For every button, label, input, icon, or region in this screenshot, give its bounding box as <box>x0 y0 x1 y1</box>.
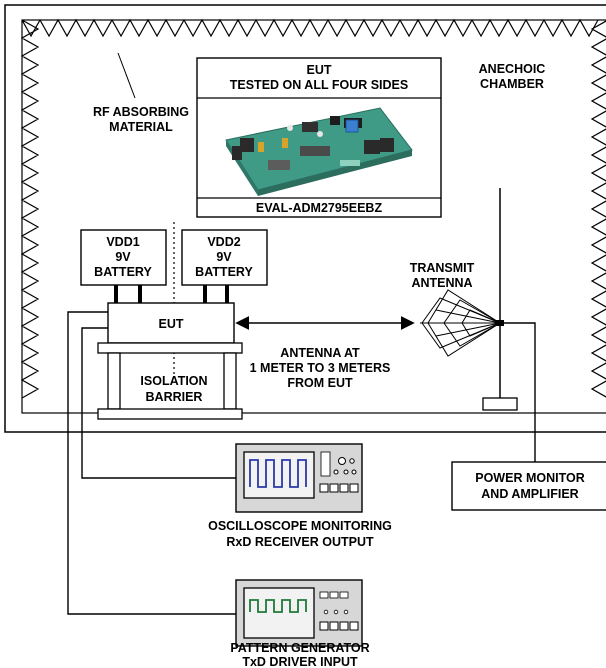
absorber-pointer-line <box>117 52 136 99</box>
battery-vdd1-line-2: 9V <box>115 250 131 264</box>
battery-vdd2: VDD2 9V BATTERY <box>181 229 268 286</box>
battery-leads <box>114 285 229 303</box>
pattern-generator <box>235 579 363 647</box>
anechoic-chamber-outer-wall <box>4 4 606 433</box>
eut-board-header-line-1: EUT <box>307 63 332 77</box>
isolation-barrier-stand: ISOLATION BARRIER <box>97 342 243 420</box>
eut-board-caption: EVAL-ADM2795EEBZ <box>256 201 383 215</box>
antenna-label-line-1: TRANSMIT <box>410 261 475 275</box>
rf-absorber-zigzag <box>20 18 606 399</box>
battery-vdd1-line-3: BATTERY <box>94 265 152 279</box>
eut-board-panel: EUT TESTED ON ALL FOUR SIDES EVAL-ADM279… <box>196 57 442 218</box>
absorber-label-line-2: MATERIAL <box>109 120 173 134</box>
pattern-generator-label-line-2: TxD DRIVER INPUT <box>242 655 358 668</box>
chamber-title-line-1: ANECHOIC <box>479 62 546 76</box>
antenna-feed-cable <box>504 322 536 462</box>
distance-label-line-2: 1 METER TO 3 METERS <box>250 361 391 375</box>
distance-label-line-1: ANTENNA AT <box>280 346 360 360</box>
battery-vdd2-line-2: 9V <box>216 250 232 264</box>
rxd-cable <box>81 327 236 479</box>
oscilloscope <box>235 443 363 513</box>
isolation-label-line-2: BARRIER <box>146 390 203 404</box>
anechoic-chamber-inner-wall <box>21 19 606 414</box>
eut-label: EUT <box>159 317 184 331</box>
chamber-title-line-2: CHAMBER <box>480 77 544 91</box>
eut-board-header-line-2: TESTED ON ALL FOUR SIDES <box>230 78 409 92</box>
isolation-label-line-1: ISOLATION <box>140 374 207 388</box>
power-monitor-line-1: POWER MONITOR <box>475 471 585 485</box>
power-monitor-line-2: AND AMPLIFIER <box>481 487 578 501</box>
absorber-zigzag-path <box>20 18 606 399</box>
power-monitor-amplifier: POWER MONITOR AND AMPLIFIER <box>451 461 606 511</box>
antenna-mount <box>496 320 504 326</box>
battery-vdd2-line-1: VDD2 <box>207 235 240 249</box>
oscilloscope-trace <box>249 459 307 488</box>
battery-vdd1: VDD1 9V BATTERY <box>80 229 167 286</box>
battery-vdd2-line-3: BATTERY <box>195 265 253 279</box>
pattern-generator-trace <box>249 599 307 613</box>
distance-label-line-3: FROM EUT <box>287 376 353 390</box>
absorber-label-line-1: RF ABSORBING <box>93 105 189 119</box>
txd-cable <box>67 311 236 615</box>
oscilloscope-label-line-2: RxD RECEIVER OUTPUT <box>226 535 374 549</box>
pattern-generator-label-line-1: PATTERN GENERATOR <box>230 641 369 655</box>
biconical-antenna <box>420 289 502 357</box>
battery-vdd1-line-1: VDD1 <box>106 235 139 249</box>
oscilloscope-label-line-1: OSCILLOSCOPE MONITORING <box>208 519 392 533</box>
antenna-label-line-2: ANTENNA <box>411 276 472 290</box>
eut-unit: EUT <box>107 302 235 344</box>
antenna-base <box>482 397 518 411</box>
eval-board-image <box>225 107 413 196</box>
